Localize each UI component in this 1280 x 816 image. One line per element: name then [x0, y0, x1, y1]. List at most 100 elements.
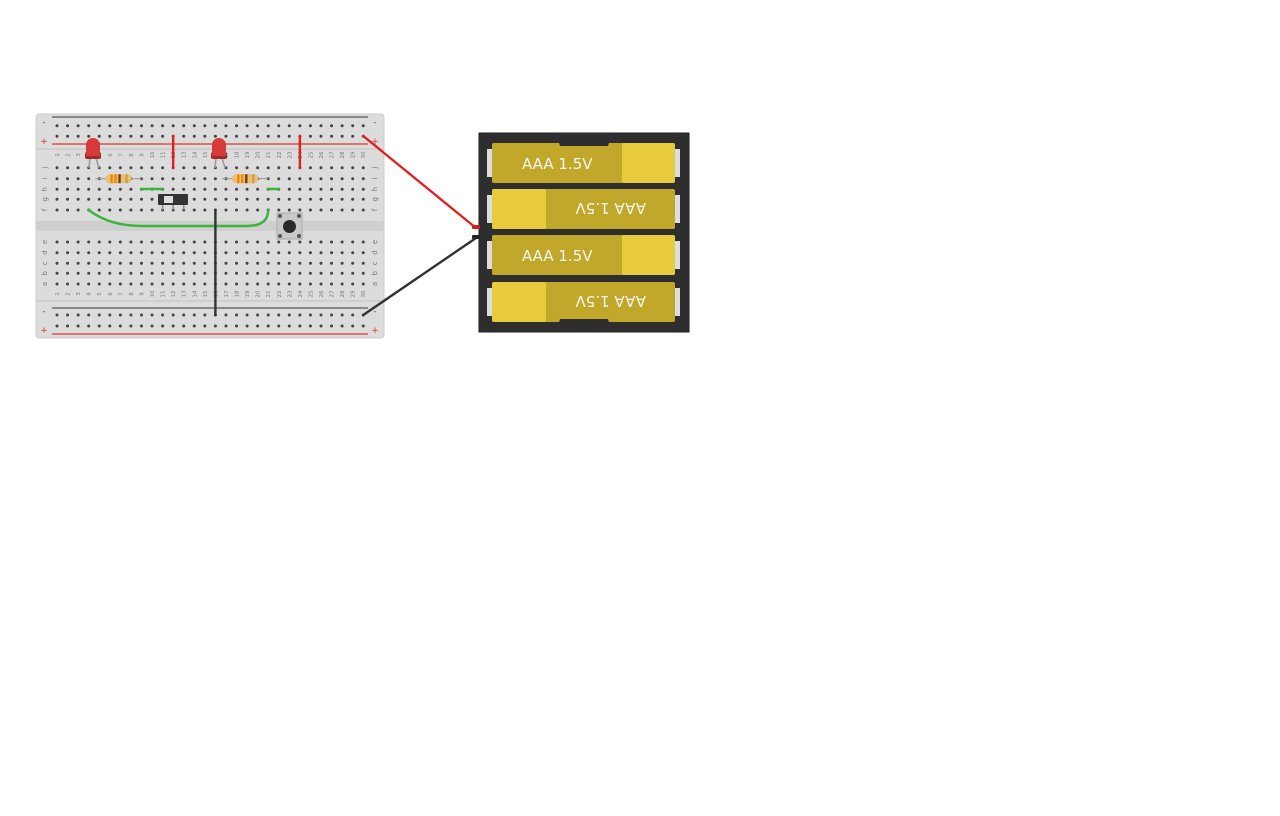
hole[interactable] [97, 124, 101, 128]
hole[interactable] [118, 166, 122, 170]
hole[interactable] [361, 166, 365, 170]
hole[interactable] [340, 208, 344, 212]
hole[interactable] [287, 197, 291, 201]
hole[interactable] [66, 134, 70, 138]
hole[interactable] [139, 251, 143, 255]
hole[interactable] [256, 208, 260, 212]
hole[interactable] [150, 251, 154, 255]
hole[interactable] [256, 166, 260, 170]
hole[interactable] [55, 282, 59, 286]
hole[interactable] [139, 324, 143, 328]
hole[interactable] [351, 251, 355, 255]
hole[interactable] [287, 324, 291, 328]
hole[interactable] [139, 240, 143, 244]
hole[interactable] [277, 324, 281, 328]
hole[interactable] [192, 313, 196, 317]
hole[interactable] [129, 282, 133, 286]
hole[interactable] [361, 197, 365, 201]
hole[interactable] [235, 271, 239, 275]
hole[interactable] [192, 271, 196, 275]
hole[interactable] [203, 166, 207, 170]
hole[interactable] [340, 187, 344, 191]
hole[interactable] [203, 124, 207, 128]
hole[interactable] [319, 197, 323, 201]
hole[interactable] [150, 282, 154, 286]
hole[interactable] [224, 134, 228, 138]
hole[interactable] [203, 261, 207, 265]
hole[interactable] [66, 240, 70, 244]
hole[interactable] [351, 240, 355, 244]
hole[interactable] [256, 240, 260, 244]
hole[interactable] [171, 124, 175, 128]
hole[interactable] [129, 251, 133, 255]
hole[interactable] [351, 187, 355, 191]
hole[interactable] [150, 124, 154, 128]
hole[interactable] [182, 282, 186, 286]
hole[interactable] [108, 313, 112, 317]
hole[interactable] [340, 177, 344, 181]
hole[interactable] [330, 134, 334, 138]
hole[interactable] [66, 313, 70, 317]
battery-positive-wire[interactable] [362, 134, 478, 230]
hole[interactable] [108, 166, 112, 170]
hole[interactable] [97, 251, 101, 255]
hole[interactable] [66, 187, 70, 191]
hole[interactable] [108, 197, 112, 201]
hole[interactable] [308, 282, 312, 286]
hole[interactable] [351, 282, 355, 286]
hole[interactable] [361, 240, 365, 244]
hole[interactable] [308, 261, 312, 265]
hole[interactable] [55, 166, 59, 170]
hole[interactable] [245, 197, 249, 201]
hole[interactable] [319, 134, 323, 138]
hole[interactable] [235, 197, 239, 201]
hole[interactable] [277, 197, 281, 201]
hole[interactable] [55, 197, 59, 201]
hole[interactable] [150, 208, 154, 212]
hole[interactable] [235, 282, 239, 286]
hole[interactable] [118, 271, 122, 275]
hole[interactable] [266, 282, 270, 286]
hole[interactable] [298, 197, 302, 201]
hole[interactable] [287, 124, 291, 128]
hole[interactable] [97, 261, 101, 265]
hole[interactable] [351, 313, 355, 317]
hole[interactable] [224, 187, 228, 191]
hole[interactable] [256, 261, 260, 265]
hole[interactable] [287, 313, 291, 317]
hole[interactable] [340, 251, 344, 255]
hole[interactable] [55, 124, 59, 128]
hole[interactable] [118, 197, 122, 201]
hole[interactable] [319, 208, 323, 212]
hole[interactable] [76, 313, 80, 317]
hole[interactable] [171, 240, 175, 244]
hole[interactable] [129, 240, 133, 244]
pushbutton[interactable] [276, 212, 303, 240]
hole[interactable] [256, 313, 260, 317]
hole[interactable] [330, 240, 334, 244]
hole[interactable] [97, 240, 101, 244]
hole[interactable] [66, 261, 70, 265]
hole[interactable] [319, 166, 323, 170]
slide-switch[interactable] [158, 194, 188, 210]
hole[interactable] [66, 251, 70, 255]
hole[interactable] [150, 261, 154, 265]
hole[interactable] [277, 282, 281, 286]
hole[interactable] [330, 166, 334, 170]
hole[interactable] [203, 197, 207, 201]
hole[interactable] [235, 324, 239, 328]
hole[interactable] [340, 124, 344, 128]
hole[interactable] [266, 324, 270, 328]
hole[interactable] [287, 177, 291, 181]
hole[interactable] [182, 313, 186, 317]
hole[interactable] [97, 197, 101, 201]
hole[interactable] [308, 251, 312, 255]
battery-negative-wire[interactable] [362, 236, 478, 317]
hole[interactable] [76, 134, 80, 138]
hole[interactable] [108, 208, 112, 212]
hole[interactable] [235, 134, 239, 138]
hole[interactable] [150, 177, 154, 181]
hole[interactable] [192, 197, 196, 201]
hole[interactable] [340, 313, 344, 317]
hole[interactable] [55, 251, 59, 255]
